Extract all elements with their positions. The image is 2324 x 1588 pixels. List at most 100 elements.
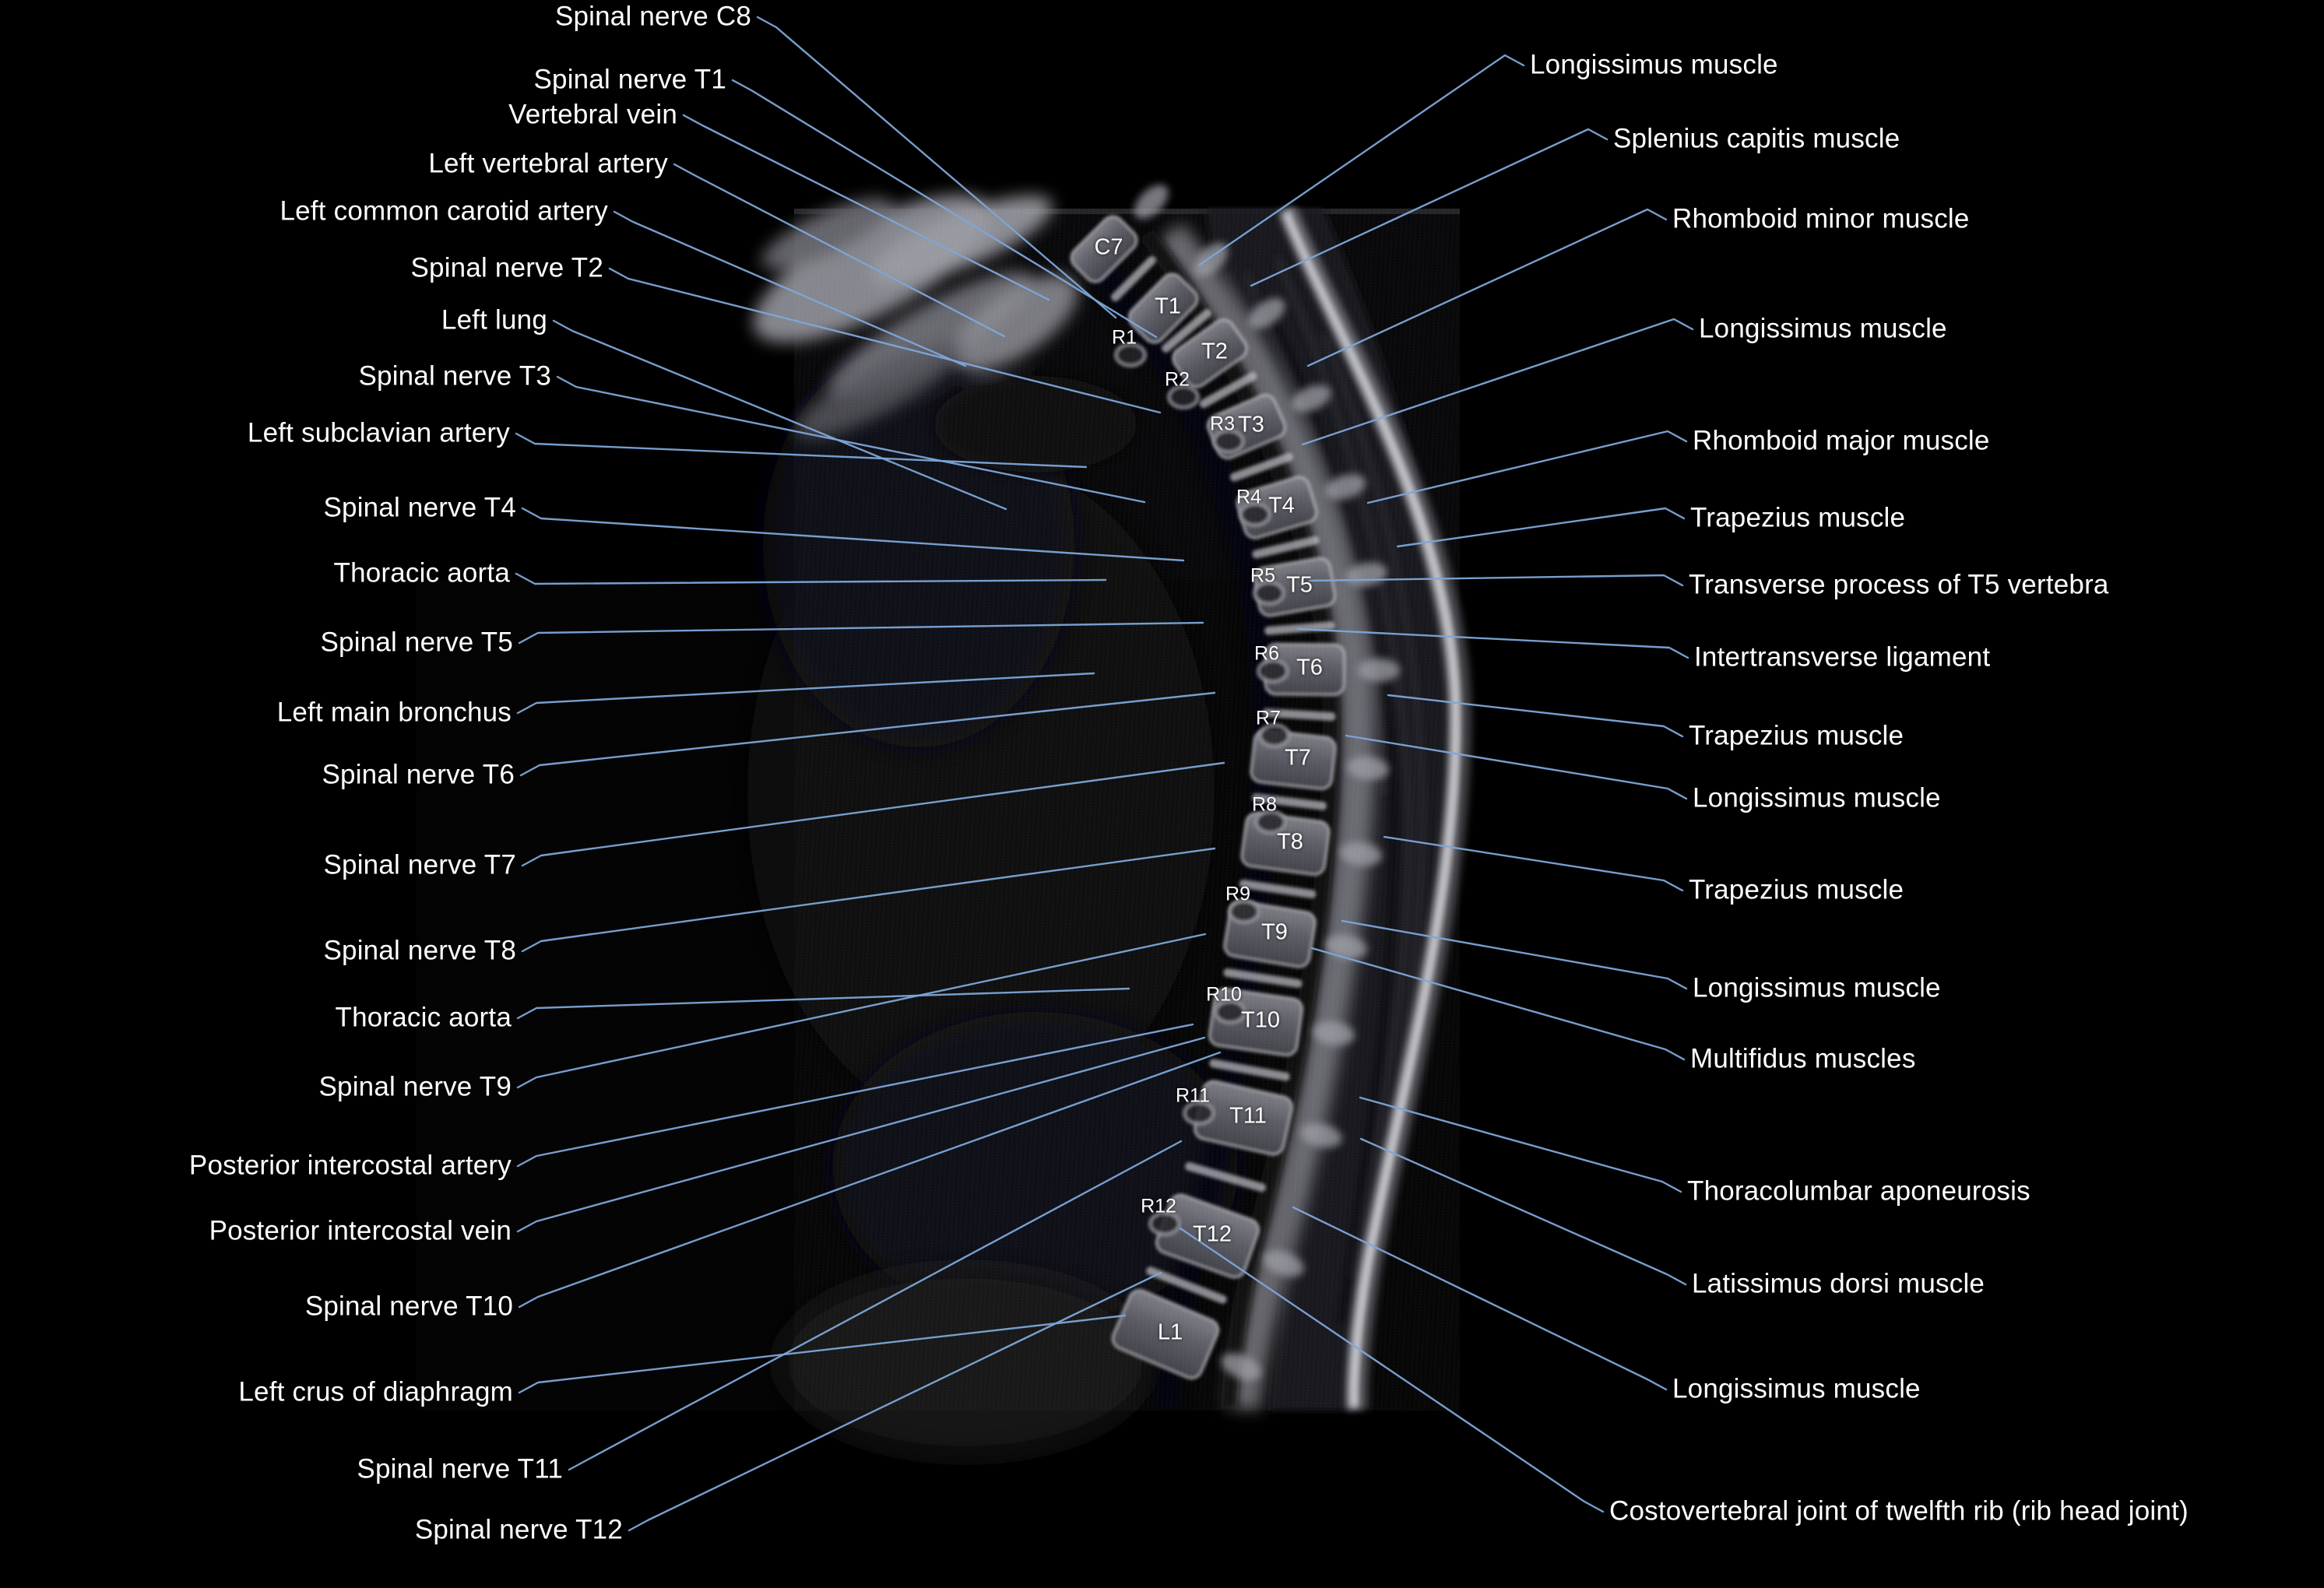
anatomy-label-right: Latissimus dorsi muscle (1692, 1268, 1985, 1299)
intervertebral-disc-art (1146, 1267, 1227, 1304)
spinous-process-art (1325, 934, 1367, 959)
spinous-process-art (1291, 385, 1331, 413)
intervertebral-disc-art (1161, 308, 1212, 353)
vertebra-label: T8 (1277, 829, 1303, 855)
intervertebral-disc-art (1110, 255, 1157, 302)
spinous-process-art (1340, 841, 1382, 866)
anatomy-label-left: Spinal nerve T2 (410, 252, 603, 283)
anatomy-label-left: Spinal nerve T8 (323, 935, 516, 966)
anatomy-label-left: Spinal nerve T11 (357, 1453, 563, 1484)
vertebra-label: T6 (1296, 655, 1323, 680)
intervertebral-disc-art (1262, 708, 1336, 722)
rib-heads-art (1114, 343, 1291, 1236)
anatomy-label-left: Left vertebral artery (428, 148, 668, 179)
anatomy-label-left: Spinal nerve T5 (320, 627, 513, 658)
leader-line (515, 572, 1107, 585)
leader-line (568, 1140, 1183, 1471)
anatomy-label-left: Left lung (441, 304, 547, 336)
rib-head-art (1212, 429, 1245, 454)
anatomy-label-right: Longissimus muscle (1699, 313, 1947, 344)
leader-line (518, 1051, 1222, 1309)
anatomy-label-right: Transverse process of T5 vertebra (1689, 569, 2109, 600)
leader-line (608, 267, 1162, 414)
anatomy-label-left: Left crus of diaphragm (238, 1376, 513, 1407)
anatomy-label-left: Spinal nerve T3 (358, 360, 551, 392)
leader-line (682, 114, 1050, 301)
anatomy-label-right: Longissimus muscle (1693, 782, 1941, 813)
leader-line (516, 987, 1130, 1020)
leader-line (515, 432, 1088, 469)
leader-line (756, 16, 1117, 319)
vertebra-label: T9 (1261, 919, 1288, 945)
leader-line (521, 507, 1185, 562)
rib-label: R7 (1256, 707, 1281, 729)
leader-line (1396, 507, 1686, 548)
rib-label: R12 (1141, 1195, 1176, 1217)
spinous-process-art (1313, 1021, 1355, 1045)
leader-line (1345, 734, 1688, 800)
vertebra-label: T3 (1238, 412, 1264, 437)
intervertebral-disc-art (1239, 879, 1317, 899)
anatomy-label-left: Spinal nerve T1 (533, 64, 726, 95)
rib-label: R11 (1175, 1084, 1211, 1107)
leader-line (628, 1271, 1162, 1532)
leader-line (1292, 1206, 1668, 1391)
anatomy-label-left: Spinal nerve T10 (304, 1291, 513, 1322)
rib-label: R5 (1250, 564, 1275, 587)
vertebra-label: T2 (1201, 339, 1228, 364)
spinous-process-art (1134, 184, 1169, 220)
rib-head-art (1228, 899, 1260, 924)
rib-head-art (1214, 1000, 1246, 1024)
anatomy-label-left: Thoracic aorta (335, 1002, 512, 1033)
leader-line (1301, 318, 1694, 446)
anatomy-label-left: Spinal nerve T7 (323, 849, 516, 880)
leader-line (1359, 1096, 1682, 1193)
spinous-process-art (1263, 1250, 1304, 1277)
skin-line-art (1279, 207, 1464, 1410)
leader-line (1359, 1137, 1687, 1286)
anatomy-label-right: Splenius capitis muscle (1613, 123, 1900, 154)
leader-line (1306, 208, 1668, 367)
anatomy-label-right: Thoracolumbar aponeurosis (1687, 1175, 2030, 1207)
anatomy-label-left: Left main bronchus (276, 697, 512, 728)
rib-head-art (1257, 659, 1289, 683)
leader-line (1387, 694, 1684, 738)
anatomy-label-left: Posterior intercostal vein (209, 1215, 512, 1246)
rib-label: R4 (1236, 486, 1261, 508)
rib-head-art (1114, 343, 1147, 367)
rib-label: R8 (1252, 793, 1277, 816)
rib-label: R2 (1165, 368, 1190, 391)
anatomy-label-right: Trapezius muscle (1689, 720, 1904, 751)
intervertebral-disc-art (1199, 371, 1257, 409)
anatomy-label-left: Spinal nerve T9 (318, 1071, 512, 1102)
anatomy-label-right: Intertransverse ligament (1694, 641, 1991, 673)
rib-head-art (1239, 502, 1271, 527)
leader-line (1308, 574, 1684, 587)
anatomy-label-left: Left common carotid artery (280, 195, 608, 227)
vertebral-body-art (1172, 318, 1248, 388)
leader-line (516, 1023, 1194, 1168)
rib-head-art (1258, 723, 1291, 748)
leader-line (516, 672, 1095, 715)
leader-line (519, 691, 1216, 777)
vertebral-body-art (1127, 272, 1199, 344)
vertebra-label: L1 (1157, 1319, 1183, 1345)
mri-top-edge (794, 209, 1460, 214)
spinous-process-art (1221, 1353, 1261, 1380)
vertebra-label: T5 (1286, 572, 1313, 598)
spine-column-art (1070, 184, 1400, 1380)
intervertebral-disc-art (1252, 536, 1320, 559)
leader-line (516, 1036, 1206, 1233)
leader-line (1310, 947, 1686, 1061)
vertebra-label: T7 (1285, 745, 1311, 771)
spinous-process-art (1324, 474, 1366, 500)
rib-label: R1 (1112, 326, 1137, 349)
spinous-process-art (1248, 297, 1285, 329)
anatomy-label-right: Trapezius muscle (1689, 874, 1904, 905)
leader-line (521, 761, 1225, 867)
leader-line (1250, 128, 1609, 287)
vertebra-label: T11 (1229, 1103, 1267, 1129)
anatomy-label-right: Longissimus muscle (1672, 1373, 1921, 1404)
